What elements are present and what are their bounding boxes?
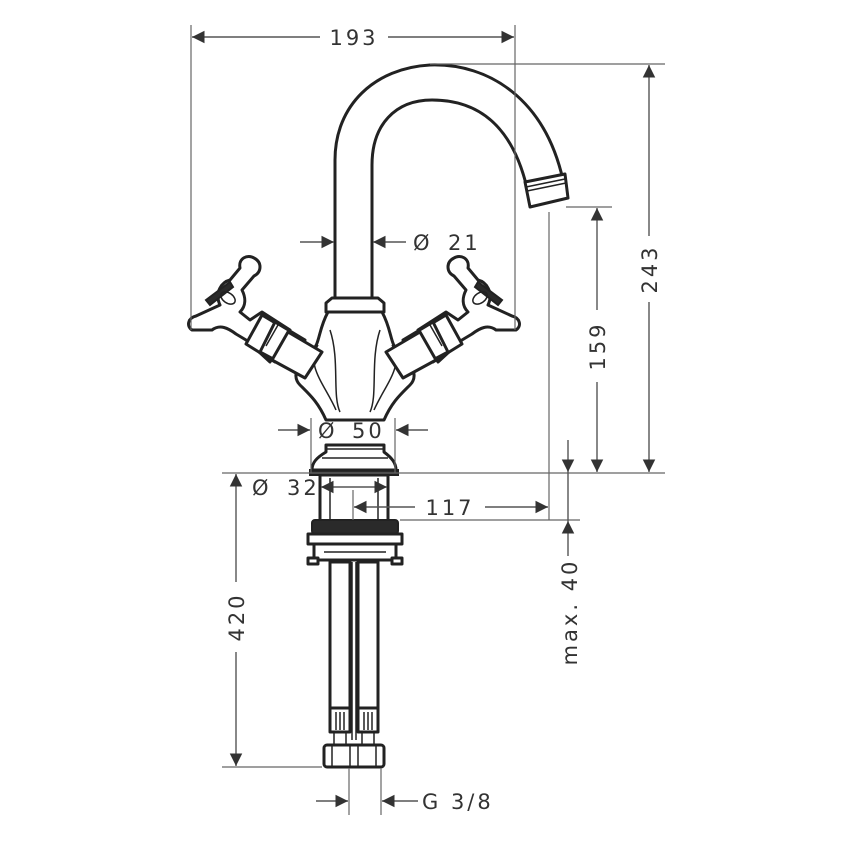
dim-spout-reach: 117 — [352, 212, 550, 520]
base-diameter-label: 50 — [352, 419, 385, 443]
supply-hoses — [322, 560, 386, 769]
left-cross-handle — [187, 254, 324, 380]
overall-height-label: 243 — [638, 244, 662, 293]
dim-connection-thread: G 3/8 — [316, 768, 494, 815]
shank-diameter-symbol: Ø — [252, 476, 272, 500]
connection-thread-label: G 3/8 — [422, 790, 494, 814]
hose-length-label: 420 — [225, 592, 249, 641]
base-diameter-symbol: Ø — [318, 419, 338, 443]
max-deck-thickness-label: max. 40 — [558, 559, 582, 666]
overall-width-label: 193 — [329, 26, 378, 50]
dim-hose-length: 420 — [222, 474, 322, 768]
spout-diameter-label: 21 — [448, 231, 481, 255]
spout-diameter-symbol: Ø — [413, 231, 433, 255]
dim-spout-diameter: Ø 21 — [300, 231, 481, 255]
outlet-height-label: 159 — [586, 321, 610, 370]
dim-overall-height: 243 — [430, 63, 665, 472]
faucet-body — [294, 296, 416, 476]
dim-shank-diameter: Ø 32 — [252, 476, 387, 500]
dim-outlet-height: 159 — [566, 206, 612, 472]
spout-reach-label: 117 — [425, 496, 474, 520]
mounting-shank — [306, 473, 404, 566]
dim-base-diameter: Ø 50 — [278, 418, 428, 473]
faucet-spout — [333, 63, 570, 302]
shank-diameter-label: 32 — [287, 476, 320, 500]
dim-max-deck-thickness: max. 40 — [400, 440, 582, 665]
dim-overall-width: 193 — [190, 25, 516, 330]
right-cross-handle — [384, 254, 521, 380]
